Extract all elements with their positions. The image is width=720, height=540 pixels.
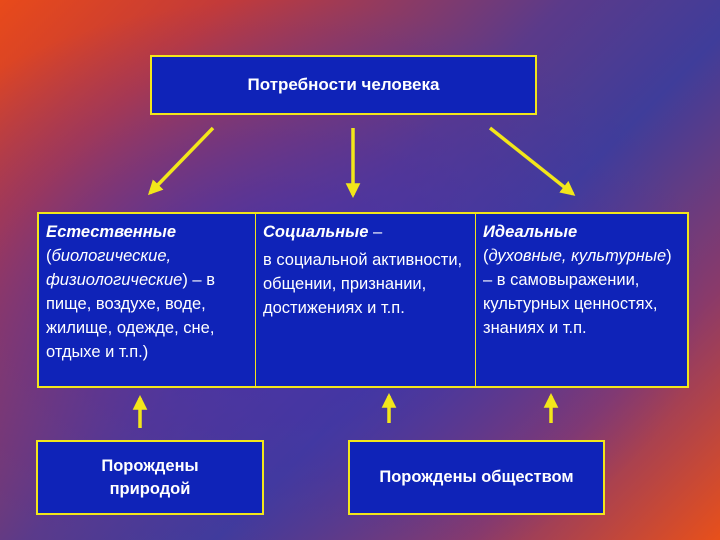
category-ideal: Идеальные (духовные, культурные) – в сам… — [475, 214, 687, 386]
category-social: Социальные – в социальной активности, об… — [255, 214, 475, 386]
source-society-label: Порождены обществом — [379, 468, 574, 486]
arrow-to-natural — [147, 126, 215, 196]
category-qualifier: биологические, физиологические — [46, 247, 183, 289]
paren-close: ) – в — [483, 247, 672, 289]
category-name: Идеальные — [483, 223, 578, 241]
category-description: самовыражении, культурных ценностях, зна… — [483, 271, 658, 337]
category-description: в пище, воздухе, воде, жилище, одежде, с… — [46, 271, 215, 361]
category-qualifier: духовные, культурные — [488, 247, 667, 265]
paren-open: ( — [483, 247, 489, 265]
paren-close: ) – — [182, 271, 202, 289]
source-nature-label: Порождены природой — [101, 456, 199, 498]
category-name: Естественные — [46, 223, 176, 241]
paren-open: ( — [46, 247, 52, 265]
category-name: Социальные — [263, 223, 369, 241]
needs-table: Естественные (биологические, физиологиче… — [37, 212, 689, 388]
arrow-to-ideal — [488, 126, 576, 196]
diagram-title: Потребности человека — [247, 75, 440, 94]
category-dash: – — [368, 223, 383, 241]
category-natural: Естественные (биологические, физиологиче… — [39, 214, 255, 386]
source-society-box: Порождены обществом — [348, 440, 605, 515]
category-description: в социальной активности, общении, призна… — [263, 251, 463, 317]
title-box: Потребности человека — [150, 55, 537, 115]
source-nature-box: Порождены природой — [36, 440, 264, 515]
